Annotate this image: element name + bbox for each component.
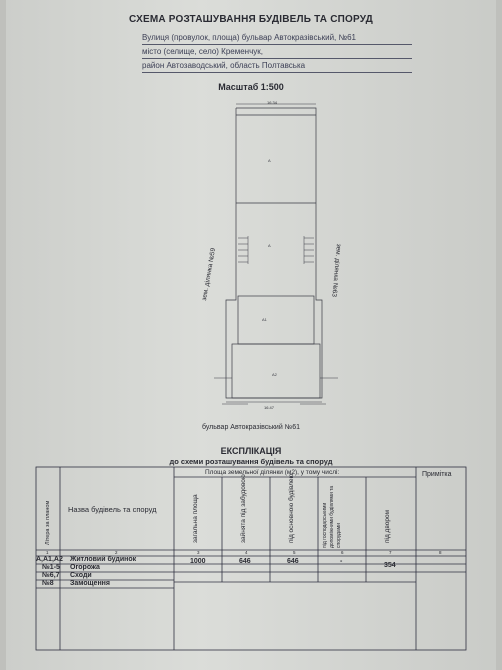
row-aux: -	[340, 558, 343, 565]
row-name: Сходи	[70, 572, 92, 579]
street-label: бульвар Автокразівський №61	[201, 424, 300, 431]
header-letter: Літера за планом	[45, 500, 51, 545]
col-number: 7	[389, 550, 392, 555]
header-area-main: під основною будівлею	[288, 473, 295, 543]
row-letter: №1-5	[42, 564, 60, 571]
col-number: 5	[293, 550, 296, 555]
row-name: Огорожа	[70, 564, 100, 571]
row-main: 646	[287, 558, 299, 565]
row-name: Житловий будинок	[70, 556, 137, 563]
header-area-built: зайнята під забудовою	[240, 474, 247, 543]
svg-text:А: А	[268, 158, 271, 163]
row-name: Замощення	[70, 580, 110, 587]
address-street: Вулиця (провулок, площа) бульвар Автокра…	[142, 33, 356, 42]
svg-text:А: А	[268, 243, 271, 248]
explication-subtitle: до схеми розташування будівель та споруд	[169, 457, 333, 466]
col-number: 3	[197, 550, 200, 555]
header-area-total: загальна площа	[192, 494, 199, 543]
col-number: 8	[439, 550, 442, 555]
lot-boundary	[225, 107, 323, 399]
row-letter: №6,7	[42, 572, 60, 579]
row-built: 646	[239, 558, 251, 565]
header-area-aux: під господарськими допоміжними будівлями…	[322, 485, 342, 548]
bottom-dimension: 16.47	[264, 405, 275, 410]
underline	[142, 72, 412, 73]
header-area-yard: під двором	[384, 509, 391, 543]
row-letter: А,А1,А2	[36, 556, 63, 563]
explication-title: ЕКСПЛІКАЦІЯ	[220, 446, 282, 456]
header-name: Назва будівель та споруд	[68, 505, 157, 514]
svg-text:А1: А1	[262, 317, 268, 322]
underline	[142, 44, 412, 45]
top-dimension: 16.34	[267, 100, 278, 105]
row-total: 1000	[190, 558, 206, 565]
svg-text:А2: А2	[272, 372, 278, 377]
document-title: СХЕМА РОЗТАШУВАННЯ БУДІВЕЛЬ ТА СПОРУД	[129, 14, 373, 25]
scale-label: Масштаб 1:500	[218, 82, 284, 92]
header-area-group: Площа земельної ділянки (м2), у тому чис…	[205, 469, 340, 476]
col-number: 4	[245, 550, 248, 555]
col-number: 2	[115, 550, 118, 555]
document-sheet	[6, 0, 496, 670]
col-number: 1	[46, 550, 49, 555]
address-district: район Автозаводський, область Полтавська	[142, 61, 306, 70]
header-note: Примітка	[422, 471, 452, 478]
col-number: 6	[341, 550, 344, 555]
row-yard: 354	[384, 562, 396, 569]
row-letter: №8	[42, 580, 54, 587]
underline	[142, 58, 412, 59]
address-city: місто (селище, село) Кременчук,	[142, 47, 263, 56]
